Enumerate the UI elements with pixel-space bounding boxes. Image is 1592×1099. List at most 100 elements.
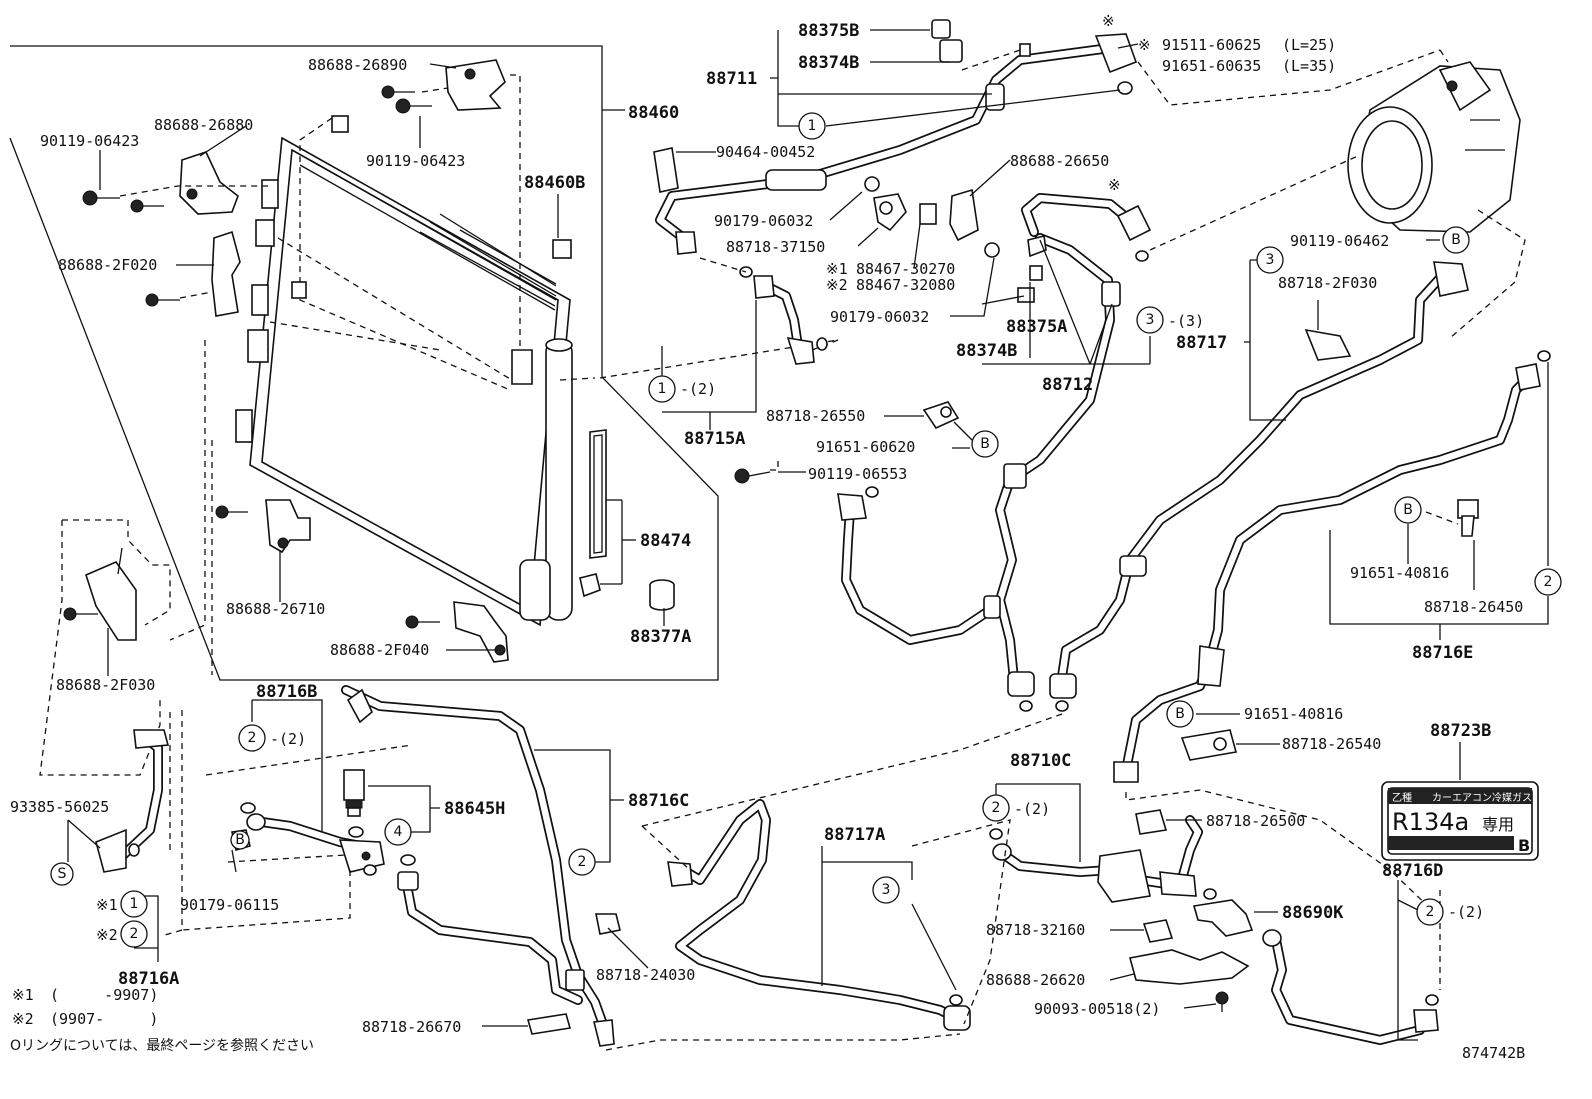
label-90464-00452: 90464-00452 xyxy=(716,143,815,161)
label-88710C: 88710C xyxy=(1010,751,1071,771)
clamp-88718-26550 xyxy=(922,401,960,430)
clip-icon-88460B xyxy=(552,239,572,259)
svg-text:2: 2 xyxy=(578,854,587,870)
o-ring-icon xyxy=(1425,994,1439,1006)
label-88377A: 88377A xyxy=(630,627,691,647)
assembly-line xyxy=(269,321,441,351)
label-88718-26550: 88718-26550 xyxy=(766,407,865,425)
label-88717A: 88717A xyxy=(824,825,885,845)
cap-88377A xyxy=(649,579,675,611)
label-91651-60620: 91651-60620 xyxy=(816,438,915,456)
label-qty-2: -(2) xyxy=(1448,903,1484,921)
label-88718-32160: 88718-32160 xyxy=(986,921,1085,939)
clip-icon xyxy=(1019,43,1031,57)
clip-90179-06032 xyxy=(984,242,1000,258)
o-ring-icon xyxy=(1019,700,1033,712)
o-ring-icon xyxy=(1537,350,1551,362)
pipe-88717A xyxy=(667,799,971,1031)
bracket-88690K xyxy=(1192,899,1254,937)
sensor-88718-26450 xyxy=(1457,499,1479,537)
label-88717: 88717 xyxy=(1176,333,1227,353)
label-length-35: (L=35) xyxy=(1282,57,1336,75)
pipe-88716B xyxy=(246,813,385,873)
label-88718-2F030: 88718-2F030 xyxy=(1278,274,1377,292)
footnotes: ※1 ( -9907) ※2 (9907- ) Oリングについては、最終ページを… xyxy=(10,986,314,1054)
plug-icon xyxy=(579,573,601,598)
label-88716A: 88716A xyxy=(118,969,179,989)
note-1-text: ( -9907) xyxy=(50,986,158,1004)
label-88375B: 88375B xyxy=(798,21,859,41)
svg-text:3: 3 xyxy=(882,882,891,898)
svg-text:2: 2 xyxy=(992,800,1001,816)
assembly-line xyxy=(299,117,511,391)
clip-88718-26500 xyxy=(1135,809,1168,835)
label-length-25: (L=25) xyxy=(1282,36,1336,54)
bracket-88688-26620 xyxy=(1129,949,1250,985)
bolt-icon xyxy=(381,85,432,114)
pipe-88710C xyxy=(992,815,1203,903)
mark: ※ xyxy=(1138,36,1151,54)
label-main-right: 専用 xyxy=(1482,815,1514,834)
svg-text:2: 2 xyxy=(248,730,257,746)
clip-88718-32160 xyxy=(1142,919,1174,943)
label-88374B: 88374B xyxy=(798,53,859,73)
label-88718-26670: 88718-26670 xyxy=(362,1018,461,1036)
mark: ※ xyxy=(1108,176,1121,194)
bolt-icon xyxy=(145,293,180,307)
svg-text:2: 2 xyxy=(130,926,139,942)
clip-icon xyxy=(291,281,307,299)
label-90179-06115: 90179-06115 xyxy=(180,896,279,914)
bracket-88688-26890 xyxy=(445,59,506,111)
svg-text:1: 1 xyxy=(658,381,667,397)
pipe-88717 xyxy=(1049,261,1469,699)
label-top-right: 冷媒ガス xyxy=(1492,791,1532,804)
svg-text:B: B xyxy=(1451,232,1461,248)
label-88460: 88460 xyxy=(628,103,679,123)
pipe-88712 xyxy=(995,193,1152,697)
label-90119-06423: 90119-06423 xyxy=(40,132,139,150)
label-88374B: 88374B xyxy=(956,341,1017,361)
mark-2: ※2 xyxy=(96,926,118,944)
clip-90179-06032 xyxy=(864,176,880,192)
bracket-88688-2F020 xyxy=(211,230,241,317)
bolt-icon xyxy=(405,615,440,629)
o-ring-icon xyxy=(949,994,963,1006)
o-ring-icon xyxy=(1203,888,1217,900)
label-88375A: 88375A xyxy=(1006,317,1067,337)
mark-2: ※2 xyxy=(826,276,848,294)
bolt-icon xyxy=(63,607,98,621)
bracket-88688-2F040 xyxy=(453,601,509,663)
bolt-icon xyxy=(215,505,248,519)
svg-text:3: 3 xyxy=(1146,312,1155,328)
label-88688-2F030: 88688-2F030 xyxy=(56,676,155,694)
o-ring-icon xyxy=(1117,81,1133,95)
grommet-88467 xyxy=(919,203,937,225)
mark-1: ※1 xyxy=(826,260,848,278)
o-ring-icon xyxy=(400,854,416,866)
label-88690K: 88690K xyxy=(1282,903,1344,923)
drawing-number: 874742B xyxy=(1462,1044,1525,1062)
label-88467-32080: 88467-32080 xyxy=(856,276,955,294)
refrigerant-label-plate: 乙種 カーエアコン 冷媒ガス R134a 専用 B xyxy=(1381,781,1539,861)
label-88718-26450: 88718-26450 xyxy=(1424,598,1523,616)
label-90119-06423: 90119-06423 xyxy=(366,152,465,170)
bracket-icon xyxy=(511,349,533,385)
label-88688-2F020: 88688-2F020 xyxy=(58,256,157,274)
label-90119-06462: 90119-06462 xyxy=(1290,232,1389,250)
label-90179-06032: 90179-06032 xyxy=(714,212,813,230)
pipe-88716E xyxy=(1113,363,1541,783)
label-88716D: 88716D xyxy=(1382,861,1443,881)
bolt-90119-06553 xyxy=(734,468,771,484)
o-ring-icon xyxy=(1055,700,1069,712)
label-88474: 88474 xyxy=(640,531,691,551)
label-88716C: 88716C xyxy=(628,791,689,811)
bracket-88688-2F030 xyxy=(85,547,137,641)
bolt-90093-00518 xyxy=(1215,991,1229,1012)
label-top-mid: カーエアコン xyxy=(1432,792,1492,804)
clip-90464-00452 xyxy=(653,147,679,193)
pipe-88716C xyxy=(341,685,615,1047)
svg-text:B: B xyxy=(1175,706,1185,722)
clip-88718-2F030 xyxy=(1304,328,1352,361)
bracket-88688-26880 xyxy=(179,151,239,215)
